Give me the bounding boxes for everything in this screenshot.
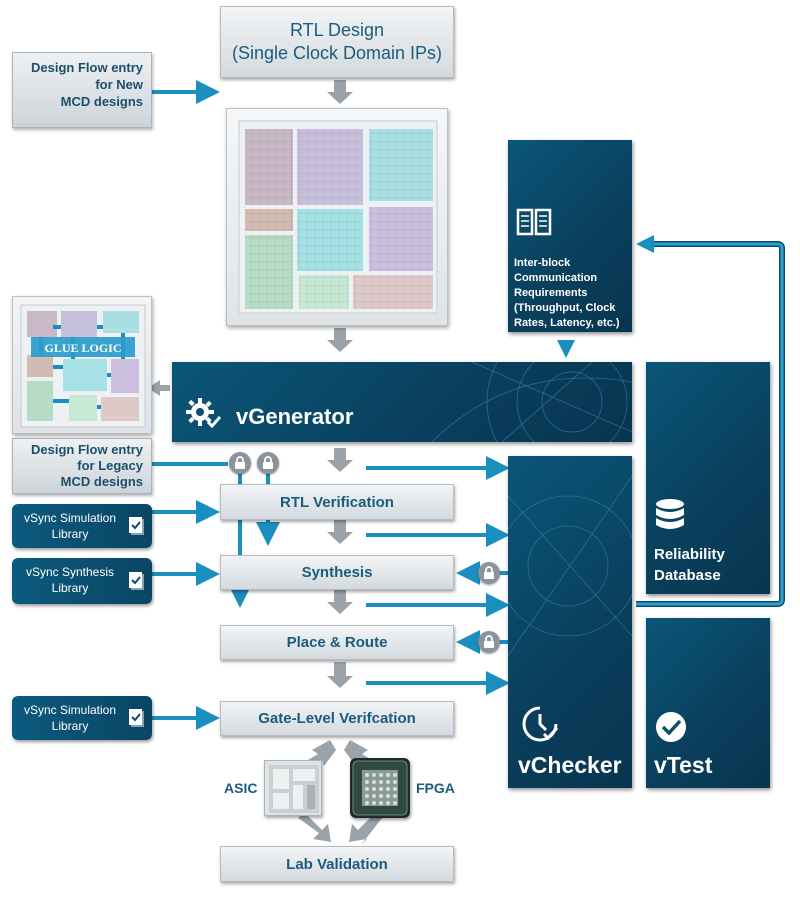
requirements-line1: Inter-block bbox=[514, 257, 571, 269]
check-circle-icon bbox=[656, 712, 686, 742]
lib-sim2-line1: vSync Simulation bbox=[23, 703, 117, 717]
checklist-icon bbox=[129, 572, 144, 590]
clock-check-icon bbox=[522, 706, 559, 742]
entry-new-line1: Design Flow entry bbox=[31, 60, 143, 75]
rtl-design-subtitle: (Single Clock Domain IPs) bbox=[231, 43, 443, 63]
step-place-route: Place & Route bbox=[220, 625, 454, 660]
vsync-synthesis-library: vSync Synthesis Library bbox=[12, 558, 152, 604]
vgenerator-bar: vGenerator bbox=[172, 362, 632, 442]
vtest-label: vTest bbox=[654, 752, 713, 778]
vchecker-decoration bbox=[508, 475, 632, 657]
step-synthesis: Synthesis bbox=[220, 555, 454, 590]
lib-sim2-line2: Library bbox=[51, 719, 89, 733]
asic-chip-graphic bbox=[269, 765, 319, 813]
checklist-icon bbox=[129, 517, 144, 535]
entry-legacy-line3: MCD designs bbox=[60, 474, 143, 489]
lock-icon bbox=[478, 631, 500, 653]
lib-sim1-line2: Library bbox=[51, 527, 89, 541]
lock-icon bbox=[257, 452, 279, 474]
requirements-line2: Communication bbox=[514, 272, 598, 284]
reliability-database-panel: Reliability Database bbox=[646, 362, 770, 594]
vchecker-label: vChecker bbox=[518, 752, 622, 778]
lib-synth-line2: Library bbox=[51, 581, 89, 595]
ip-blocks-graphic bbox=[238, 120, 438, 314]
gear-check-icon bbox=[186, 398, 222, 429]
fpga-chip-graphic bbox=[352, 760, 408, 816]
step-rtl-verification: RTL Verification bbox=[220, 484, 454, 520]
requirements-line4: (Throughput, Clock bbox=[514, 302, 616, 314]
vsync-simulation-library-1: vSync Simulation Library bbox=[12, 504, 152, 548]
reliability-line2: Database bbox=[654, 567, 721, 584]
entry-legacy-box: Design Flow entry for Legacy MCD designs bbox=[12, 438, 152, 494]
glue-logic-label: GLUE LOGIC bbox=[44, 341, 122, 355]
book-icon bbox=[516, 208, 552, 236]
step-gate-level-verification: Gate-Level Verifcation bbox=[220, 701, 454, 736]
lib-synth-line1: vSync Synthesis bbox=[25, 565, 115, 579]
entry-legacy-line1: Design Flow entry bbox=[31, 442, 143, 457]
vchecker-panel: vChecker bbox=[508, 456, 632, 788]
glue-logic-graphic bbox=[20, 304, 146, 428]
reliability-line1: Reliability bbox=[654, 546, 725, 563]
entry-legacy-line2: for Legacy bbox=[77, 458, 143, 473]
entry-new-line3: MCD designs bbox=[60, 94, 143, 109]
vsync-simulation-library-2: vSync Simulation Library bbox=[12, 696, 152, 740]
step-lab-validation: Lab Validation bbox=[220, 846, 454, 882]
requirements-line5: Rates, Latency, etc.) bbox=[514, 317, 620, 329]
vgenerator-label: vGenerator bbox=[236, 404, 354, 429]
asic-label: ASIC bbox=[224, 780, 258, 796]
entry-new-line2: for New bbox=[95, 77, 143, 92]
ip-blocks-chip bbox=[226, 108, 448, 326]
rtl-design-title: RTL Design bbox=[289, 20, 385, 40]
fpga-label: FPGA bbox=[416, 780, 455, 796]
requirements-panel: Inter-block Communication Requirements (… bbox=[508, 140, 632, 332]
database-icon bbox=[656, 499, 684, 529]
vtest-panel: vTest bbox=[646, 618, 770, 788]
lock-icon bbox=[229, 452, 251, 474]
entry-new-box: Design Flow entry for New MCD designs bbox=[12, 52, 152, 128]
vgenerator-decoration bbox=[431, 362, 632, 442]
glue-logic-chip: GLUE LOGIC bbox=[12, 296, 152, 434]
lib-sim1-line1: vSync Simulation bbox=[23, 511, 117, 525]
fpga-chip bbox=[350, 758, 410, 818]
checklist-icon bbox=[129, 709, 144, 727]
rtl-design-box: RTL Design (Single Clock Domain IPs) bbox=[220, 6, 454, 78]
lock-icon bbox=[478, 562, 500, 584]
asic-chip bbox=[264, 760, 322, 816]
requirements-line3: Requirements bbox=[514, 287, 588, 299]
